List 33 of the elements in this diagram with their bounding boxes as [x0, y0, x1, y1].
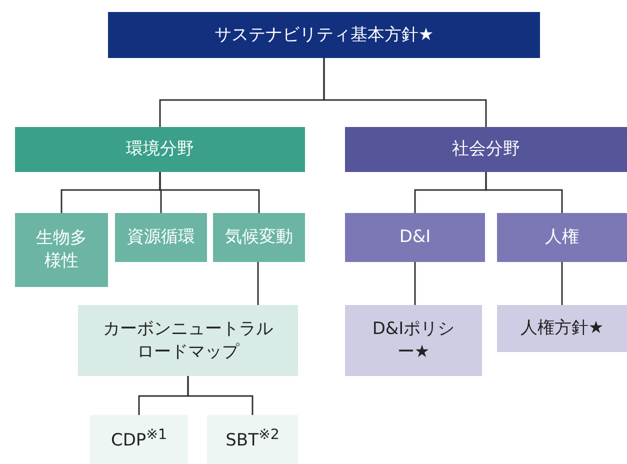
connector-line [561, 262, 563, 305]
node-label: D&I [399, 226, 431, 249]
category-box [213, 213, 305, 262]
node-label: 人権方針★ [520, 317, 604, 340]
node-label: 気候変動 [225, 226, 293, 249]
connector-line [323, 58, 487, 127]
connector-line [187, 376, 254, 415]
node-label: 人権 [545, 226, 579, 249]
node-label: カーボンニュートラルロードマップ [102, 318, 274, 364]
category-box [115, 213, 207, 262]
connector-line [159, 172, 260, 213]
node-label: SBT$^{※2}$ [226, 426, 280, 453]
node-label: 資源循環 [127, 226, 195, 249]
connector-line [485, 172, 563, 213]
node-label: サステナビリティ基本方針★ [214, 24, 434, 46]
node-label: 環境分野 [126, 138, 194, 161]
category-box [345, 305, 482, 376]
connector-line [257, 262, 259, 305]
connector-line [414, 262, 416, 305]
category-box [345, 213, 485, 262]
category-box [108, 12, 540, 58]
category-box [78, 305, 298, 376]
node-label: 社会分野 [452, 138, 520, 161]
category-box [497, 213, 627, 262]
category-box [15, 213, 108, 287]
category-box [90, 415, 188, 464]
category-box [497, 305, 627, 352]
node-label: CDP$^{※1}$ [110, 426, 168, 453]
node-label: 生物多様性 [34, 227, 88, 273]
category-box [207, 415, 298, 464]
category-box [15, 127, 305, 172]
node-label: D&Iポリシー★ [371, 318, 456, 364]
category-box [345, 127, 627, 172]
